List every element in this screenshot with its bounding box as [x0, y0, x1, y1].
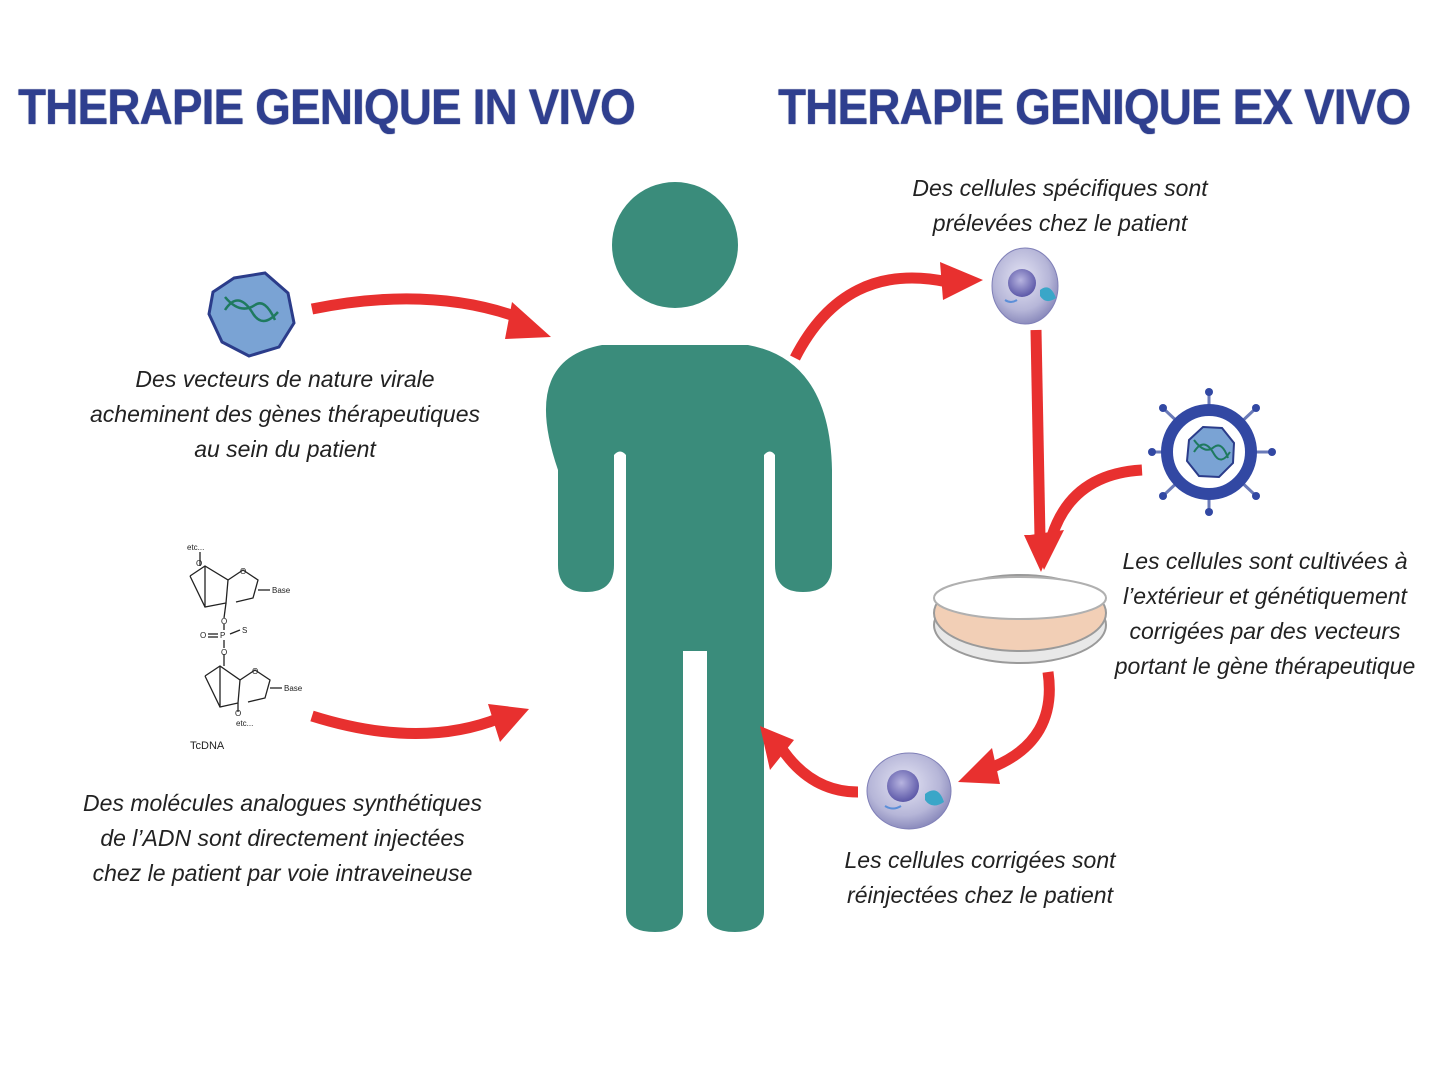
chem-s: S: [242, 626, 247, 635]
caption-line: portant le gène thérapeutique: [1114, 653, 1416, 679]
arrow-vector-to-patient: [310, 293, 522, 324]
caption-line: Des vecteurs de nature virale: [135, 366, 435, 392]
viral-capsid-icon: [1148, 388, 1276, 516]
person-icon: [545, 182, 832, 932]
tcdna-molecule-icon: [189, 552, 282, 712]
caption-line: acheminent des gènes thérapeutiques: [89, 401, 480, 427]
caption-cells-reinjected: Les cellules corrigées sont réinjectées …: [815, 843, 1145, 913]
caption-synthetic-molecules: Des molécules analogues synthétiques de …: [50, 786, 515, 891]
chem-o-3: O: [221, 617, 227, 626]
caption-line: chez le patient par voie intraveineuse: [92, 860, 473, 886]
arrow-patient-to-cell: [790, 272, 950, 361]
title-ex-vivo: THERAPIE GENIQUE EX VIVO: [778, 79, 1411, 135]
chem-o-1: O: [196, 559, 202, 568]
chem-etc-top: etc...: [187, 543, 204, 552]
chem-etc-bottom: etc...: [236, 719, 253, 728]
tcdna-atom-labels: etc... O O Base O O P S O O Base O etc..…: [187, 543, 303, 728]
virus-octagon-icon: [207, 271, 296, 358]
arrowhead-2: [488, 704, 529, 742]
petri-dish-icon: [933, 574, 1107, 664]
arrow-vector-to-dish: [1046, 464, 1143, 538]
caption-cells-cultivated: Les cellules sont cultivées à l’extérieu…: [1092, 544, 1431, 684]
chem-o-2: O: [240, 567, 246, 576]
arrowhead-7: [760, 726, 794, 770]
chem-base-2: Base: [284, 684, 303, 693]
chem-o-6: O: [235, 709, 241, 718]
caption-cells-collected: Des cellules spécifiques sont prélevées …: [885, 171, 1235, 241]
chem-p: P: [220, 631, 225, 640]
tcdna-label: TcDNA: [190, 740, 225, 752]
caption-line: Les cellules sont cultivées à: [1122, 548, 1408, 574]
chem-o-4: O: [221, 648, 227, 657]
chem-o-5: O: [252, 667, 258, 676]
caption-viral-vectors: Des vecteurs de nature virale acheminent…: [60, 362, 510, 467]
caption-line: Des molécules analogues synthétiques: [83, 790, 482, 816]
arrow-dish-to-cell: [990, 671, 1055, 773]
arrow-cell-to-dish: [1030, 329, 1046, 539]
cell-icon: [991, 247, 1059, 325]
cell-icon-corrected: [866, 752, 952, 830]
arrowhead-1: [505, 302, 551, 339]
arrowhead-5: [1030, 530, 1064, 570]
arrowhead-3: [940, 262, 983, 300]
caption-line: Les cellules corrigées sont: [844, 847, 1116, 873]
caption-line: l’extérieur et génétiquement: [1123, 583, 1407, 609]
caption-line: réinjectées chez le patient: [847, 882, 1113, 908]
caption-line: corrigées par des vecteurs: [1129, 618, 1401, 644]
chem-base-1: Base: [272, 586, 291, 595]
caption-line: Des cellules spécifiques sont: [912, 175, 1208, 201]
caption-line: prélevées chez le patient: [932, 210, 1188, 236]
caption-line: de l’ADN sont directement injectées: [100, 825, 465, 851]
arrowhead-6: [958, 748, 1000, 784]
arrow-molecule-to-patient: [310, 710, 503, 739]
title-in-vivo: THERAPIE GENIQUE IN VIVO: [18, 79, 636, 135]
caption-line: au sein du patient: [194, 436, 376, 462]
chem-o-double: O: [200, 631, 206, 640]
arrow-cell-to-patient: [775, 742, 859, 798]
